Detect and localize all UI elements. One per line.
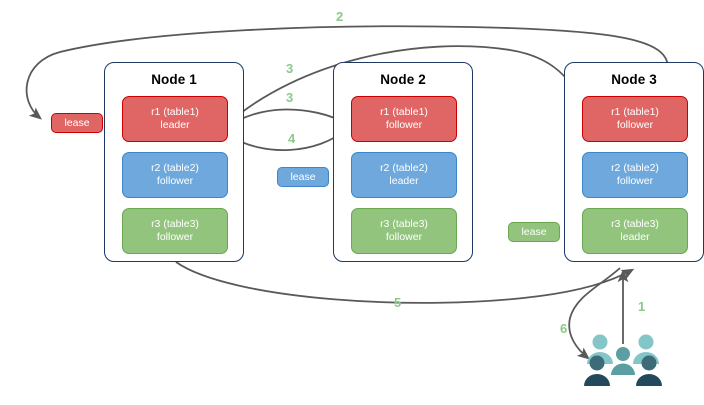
edge-5-path: [175, 261, 635, 304]
edge-label-3-upper: 3: [286, 61, 294, 76]
replica-name: r1 (table1): [151, 106, 199, 118]
lease-badge-r3[interactable]: lease: [508, 222, 560, 242]
edge-label-3-lower: 3: [286, 90, 294, 105]
replica-role: leader: [620, 231, 650, 243]
users-icon: [584, 334, 662, 386]
lease-badge-r2[interactable]: lease: [277, 167, 329, 187]
replica-role: leader: [160, 119, 190, 131]
replica-name: r3 (table3): [611, 218, 659, 230]
replica-role: follower: [156, 231, 194, 243]
node-box-1[interactable]: Node 1 r1 (table1) leader r2 (table2) fo…: [104, 62, 244, 262]
replica-role: follower: [385, 231, 423, 243]
edge-3-short-path: [225, 108, 351, 129]
edge-label-1: 1: [638, 299, 646, 314]
replica-role: follower: [616, 175, 654, 187]
lease-label: lease: [290, 171, 316, 183]
replica-r3[interactable]: r3 (table3) leader: [582, 208, 688, 254]
users-front-row: [584, 374, 662, 386]
node-box-3[interactable]: Node 3 r1 (table1) follower r2 (table2) …: [564, 62, 704, 262]
replica-name: r3 (table3): [151, 218, 199, 230]
node-title: Node 1: [151, 72, 197, 87]
lease-label: lease: [521, 226, 547, 238]
node-title: Node 2: [380, 72, 426, 87]
replica-role: follower: [385, 119, 423, 131]
lease-badge-r1[interactable]: lease: [51, 113, 103, 133]
edge-label-2: 2: [336, 9, 344, 24]
replica-r1[interactable]: r1 (table1) follower: [351, 96, 457, 142]
replica-role: follower: [156, 175, 194, 187]
edge-label-6: 6: [560, 321, 568, 336]
users-front-side-figures: [589, 355, 657, 371]
replica-name: r2 (table2): [380, 162, 428, 174]
replica-r1[interactable]: r1 (table1) leader: [122, 96, 228, 142]
node-box-2[interactable]: Node 2 r1 (table1) follower r2 (table2) …: [333, 62, 473, 262]
replica-r2[interactable]: r2 (table2) follower: [122, 152, 228, 198]
replica-name: r1 (table1): [380, 106, 428, 118]
replica-r3[interactable]: r3 (table3) follower: [122, 208, 228, 254]
users-middle-figure: [611, 347, 635, 375]
replica-role: follower: [616, 119, 654, 131]
replica-r2[interactable]: r2 (table2) leader: [351, 152, 457, 198]
replica-r1[interactable]: r1 (table1) follower: [582, 96, 688, 142]
replica-name: r2 (table2): [151, 162, 199, 174]
replica-name: r2 (table2): [611, 162, 659, 174]
replica-name: r3 (table3): [380, 218, 428, 230]
replica-name: r1 (table1): [611, 106, 659, 118]
replica-r3[interactable]: r3 (table3) follower: [351, 208, 457, 254]
replica-role: leader: [389, 175, 419, 187]
node-title: Node 3: [611, 72, 657, 87]
edge-label-5: 5: [394, 295, 402, 310]
lease-label: lease: [64, 117, 90, 129]
replica-r2[interactable]: r2 (table2) follower: [582, 152, 688, 198]
edge-label-4: 4: [288, 131, 296, 146]
